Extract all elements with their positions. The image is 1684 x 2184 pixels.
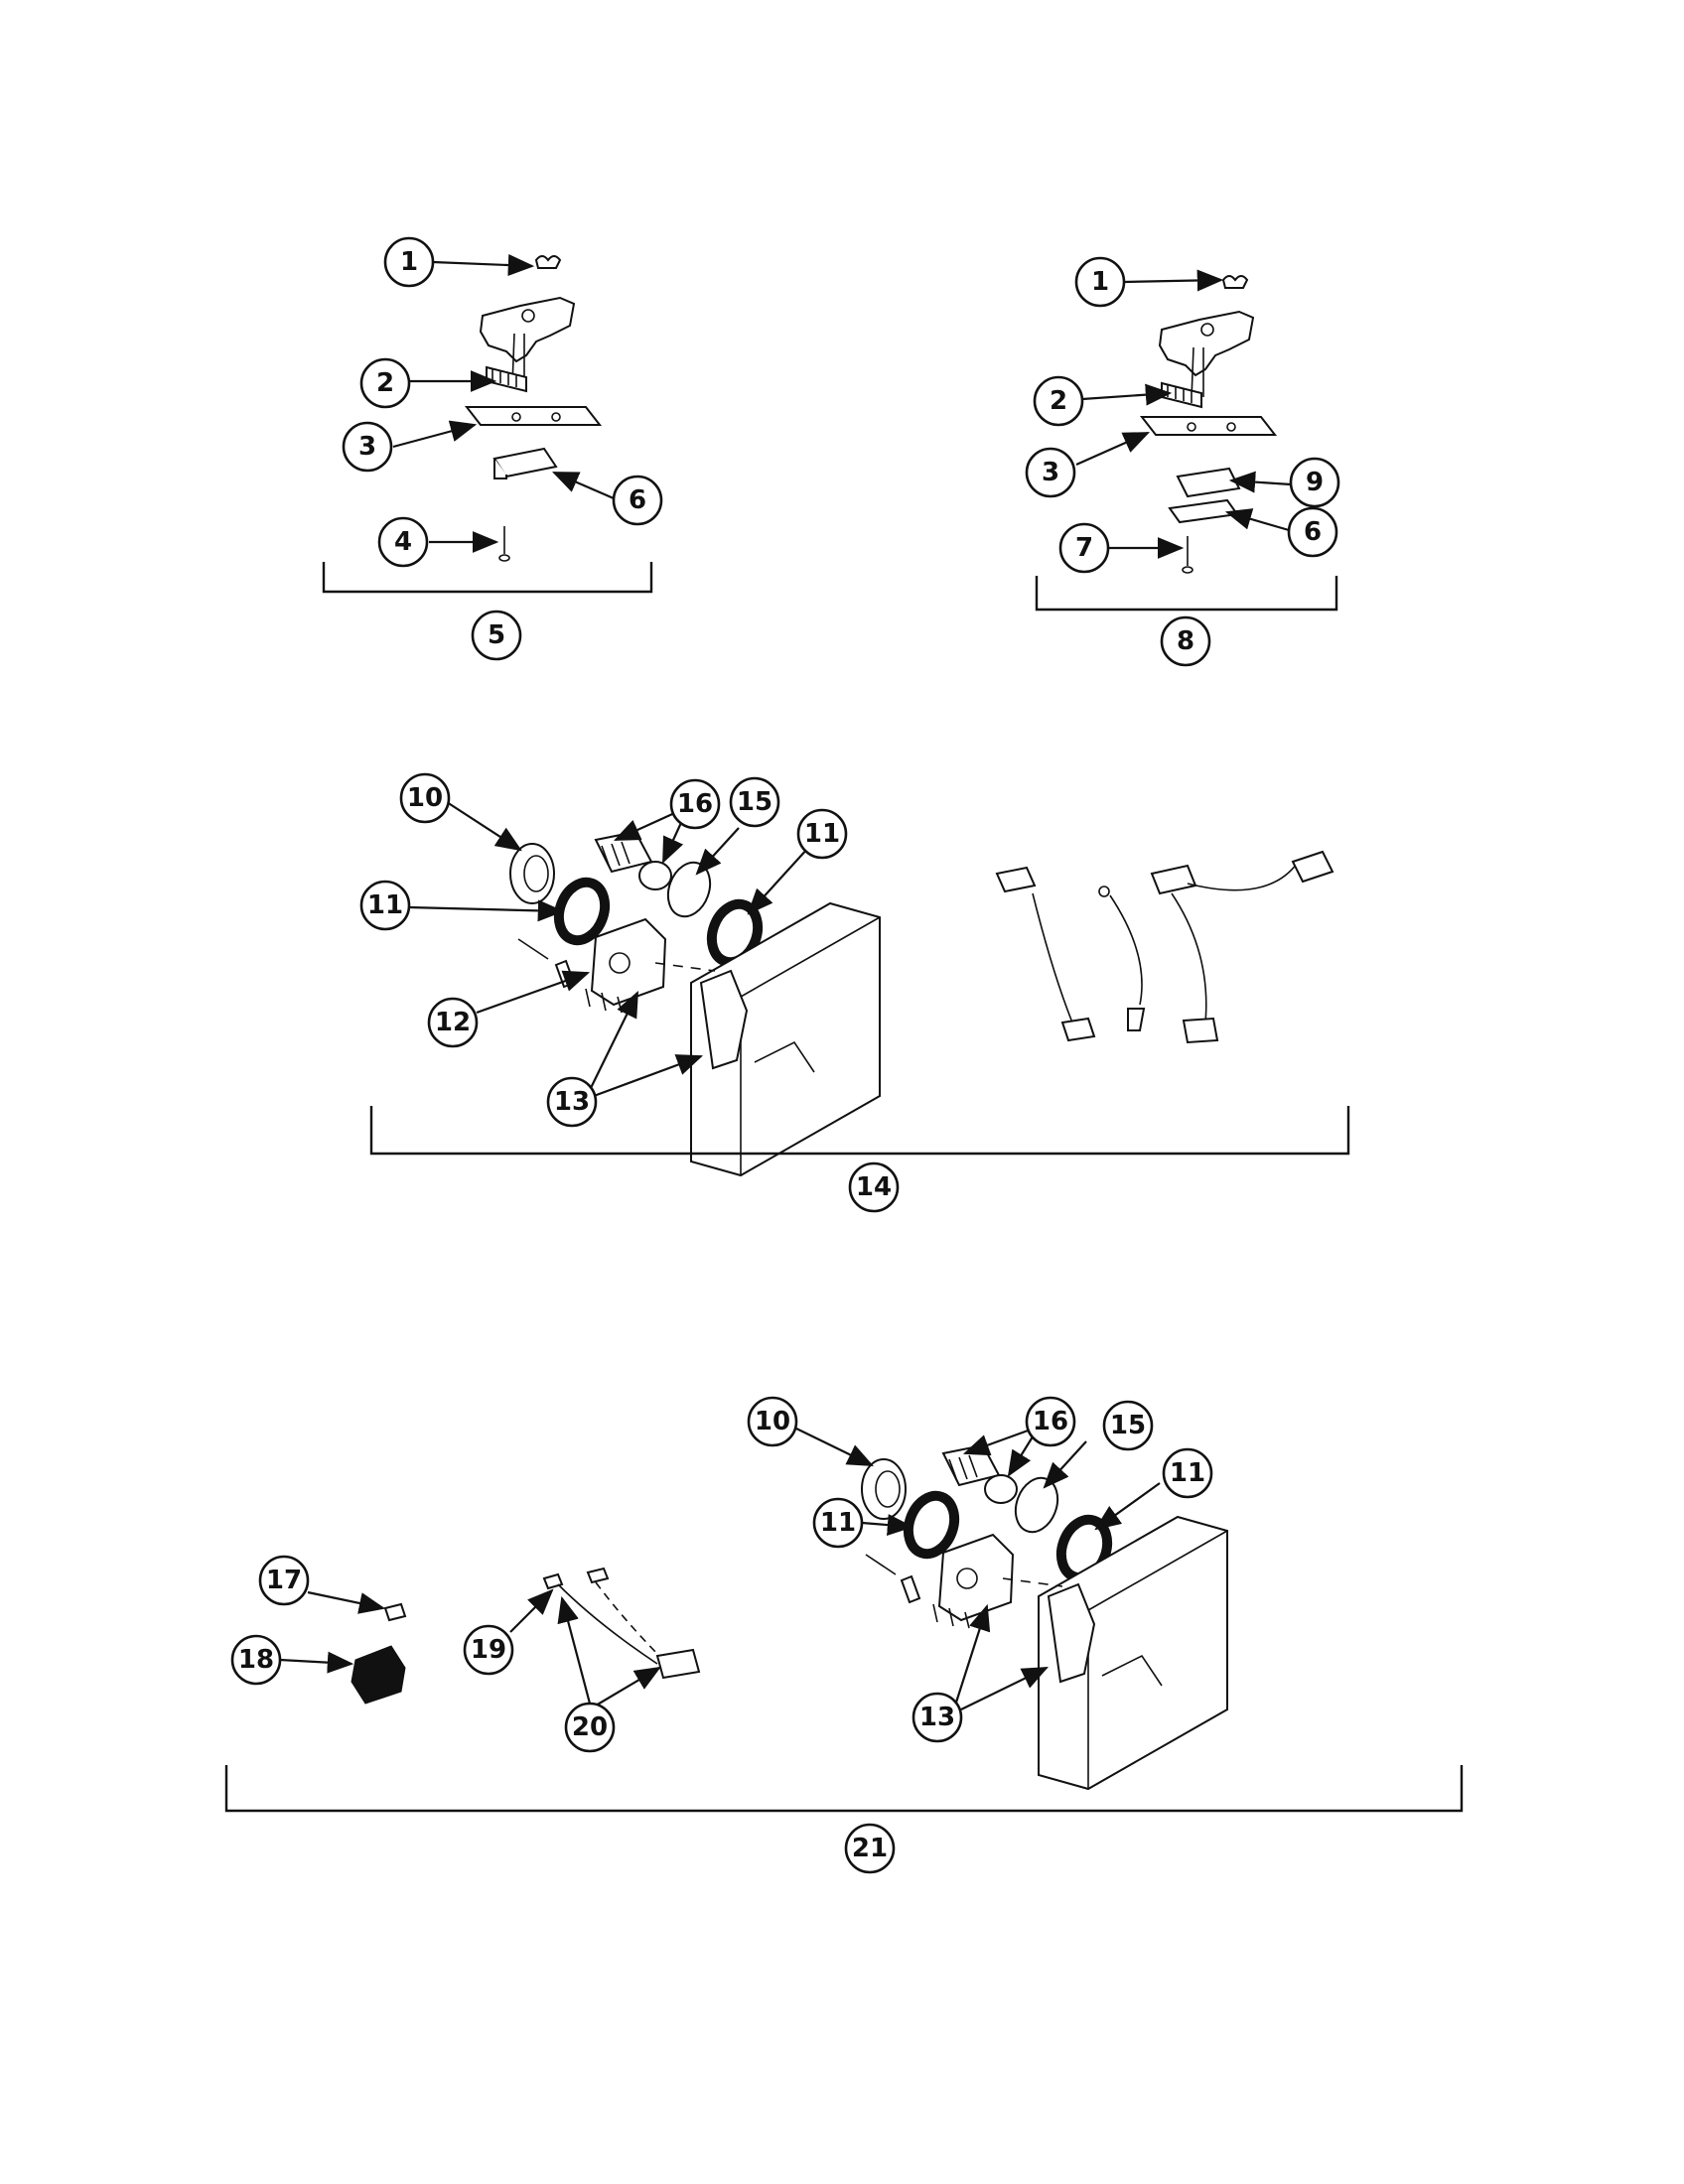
svg-text:6: 6 (1304, 517, 1322, 547)
svg-text:16: 16 (677, 789, 713, 819)
callout-c11r: 11 (796, 808, 848, 860)
valve-body (937, 1533, 1015, 1622)
svg-text:8: 8 (1177, 626, 1194, 656)
svg-text:9: 9 (1306, 468, 1324, 497)
svg-text:11: 11 (820, 1508, 856, 1538)
svg-text:13: 13 (919, 1703, 955, 1732)
svg-text:5: 5 (488, 620, 505, 650)
callout-c16: 16 (669, 778, 721, 830)
mounting-plate (464, 406, 603, 426)
callout-a3: 3 (342, 421, 393, 473)
actuator-bracket (479, 296, 576, 363)
spring-part (1221, 275, 1249, 289)
assembly-c (369, 801, 1350, 1177)
svg-text:7: 7 (1075, 533, 1093, 563)
callout-d20: 20 (564, 1702, 616, 1753)
callout-d11l: 11 (812, 1497, 864, 1549)
actuator-bracket (1158, 310, 1255, 377)
ice-maker-housing (690, 901, 881, 1177)
callout-b6: 6 (1287, 506, 1338, 558)
callout-c12: 12 (427, 997, 479, 1048)
callout-a4: 4 (377, 516, 429, 568)
valve-body (590, 917, 667, 1007)
svg-text:11: 11 (367, 890, 403, 920)
ice-maker-housing (1038, 1515, 1228, 1791)
svg-text:3: 3 (358, 432, 376, 462)
svg-text:20: 20 (572, 1712, 608, 1742)
assembly-bracket-21 (224, 1765, 1464, 1813)
control-knob (351, 1645, 406, 1705)
callout-c11l: 11 (359, 880, 411, 931)
switch-cover (1176, 467, 1241, 498)
screw-part (383, 1602, 407, 1622)
spring-part (534, 255, 562, 269)
retaining-ring (666, 861, 712, 918)
wire-harness (995, 866, 1037, 893)
svg-text:11: 11 (1170, 1458, 1205, 1488)
svg-text:14: 14 (856, 1172, 892, 1202)
callout-b2: 2 (1033, 375, 1084, 427)
callout-a2: 2 (359, 357, 411, 409)
svg-text:10: 10 (755, 1407, 790, 1436)
svg-text:16: 16 (1033, 1407, 1068, 1436)
assembly-bracket-8 (1035, 576, 1338, 612)
switch-part (1168, 498, 1239, 524)
assembly-d (224, 1427, 1464, 1813)
callout-b7: 7 (1058, 522, 1110, 574)
callout-c14: 14 (848, 1161, 900, 1213)
svg-text:19: 19 (471, 1635, 506, 1665)
svg-text:11: 11 (804, 819, 840, 849)
svg-text:1: 1 (400, 247, 418, 277)
callout-d10: 10 (747, 1396, 798, 1447)
svg-text:4: 4 (394, 527, 412, 557)
callout-b3: 3 (1025, 447, 1076, 498)
callout-b8: 8 (1160, 615, 1211, 667)
callout-b9: 9 (1289, 457, 1340, 508)
svg-text:13: 13 (554, 1087, 590, 1117)
mounting-plate (1139, 416, 1278, 436)
callout-b1: 1 (1074, 256, 1126, 308)
callout-c15: 15 (729, 776, 780, 828)
callout-d21: 21 (844, 1823, 896, 1874)
svg-text:17: 17 (266, 1566, 302, 1595)
callout-c13: 13 (546, 1076, 598, 1128)
svg-text:6: 6 (629, 485, 646, 515)
svg-text:1: 1 (1091, 267, 1109, 297)
retaining-ring (1014, 1476, 1059, 1534)
assembly-bracket-14 (369, 1106, 1350, 1156)
callout-a1: 1 (383, 236, 435, 288)
svg-text:15: 15 (1110, 1411, 1146, 1440)
callout-d18: 18 (230, 1634, 282, 1686)
svg-text:10: 10 (407, 783, 443, 813)
svg-text:18: 18 (238, 1645, 274, 1675)
svg-text:3: 3 (1042, 458, 1059, 487)
callout-d16: 16 (1025, 1396, 1076, 1447)
o-ring (706, 898, 764, 968)
callout-d13: 13 (912, 1692, 963, 1743)
svg-text:2: 2 (376, 368, 394, 398)
callout-a5: 5 (471, 610, 522, 661)
svg-text:21: 21 (852, 1834, 888, 1863)
svg-text:15: 15 (737, 787, 772, 817)
callout-d19: 19 (463, 1624, 514, 1676)
assembly-b (1035, 269, 1338, 612)
svg-text:2: 2 (1050, 386, 1067, 416)
callout-a6: 6 (612, 475, 663, 526)
callout-d11r: 11 (1162, 1447, 1213, 1499)
callout-d17: 17 (258, 1555, 310, 1606)
assembly-bracket-5 (322, 562, 653, 594)
wire-connector (655, 1648, 701, 1680)
svg-text:12: 12 (435, 1008, 471, 1037)
assembly-a (322, 254, 653, 594)
callout-c10: 10 (399, 772, 451, 824)
callout-d15: 15 (1102, 1400, 1154, 1451)
